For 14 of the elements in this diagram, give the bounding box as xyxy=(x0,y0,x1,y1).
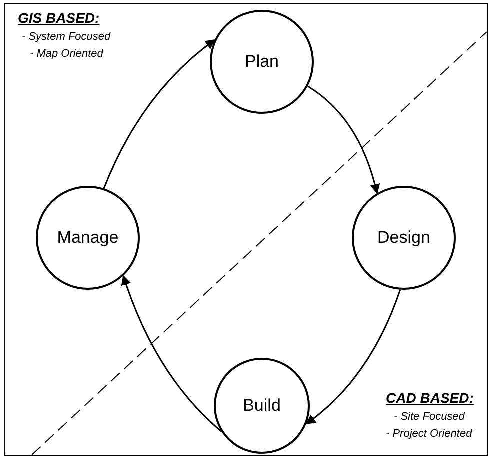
arrow xyxy=(103,39,216,189)
stage-label: Design xyxy=(378,227,430,250)
heading: GIS BASED: xyxy=(18,9,100,28)
stage-label: Plan xyxy=(244,51,280,74)
note: - System Focused xyxy=(22,30,111,45)
arrow xyxy=(122,275,222,432)
arrow xyxy=(306,290,402,425)
note: - Map Oriented xyxy=(30,46,104,62)
heading: CAD BASED: xyxy=(386,389,474,408)
arrow xyxy=(308,86,380,194)
stage-label: Manage xyxy=(57,227,119,250)
note: - Site Focused xyxy=(394,410,465,425)
note: - Project Oriented xyxy=(386,426,472,442)
stage-label: Build xyxy=(243,395,281,418)
